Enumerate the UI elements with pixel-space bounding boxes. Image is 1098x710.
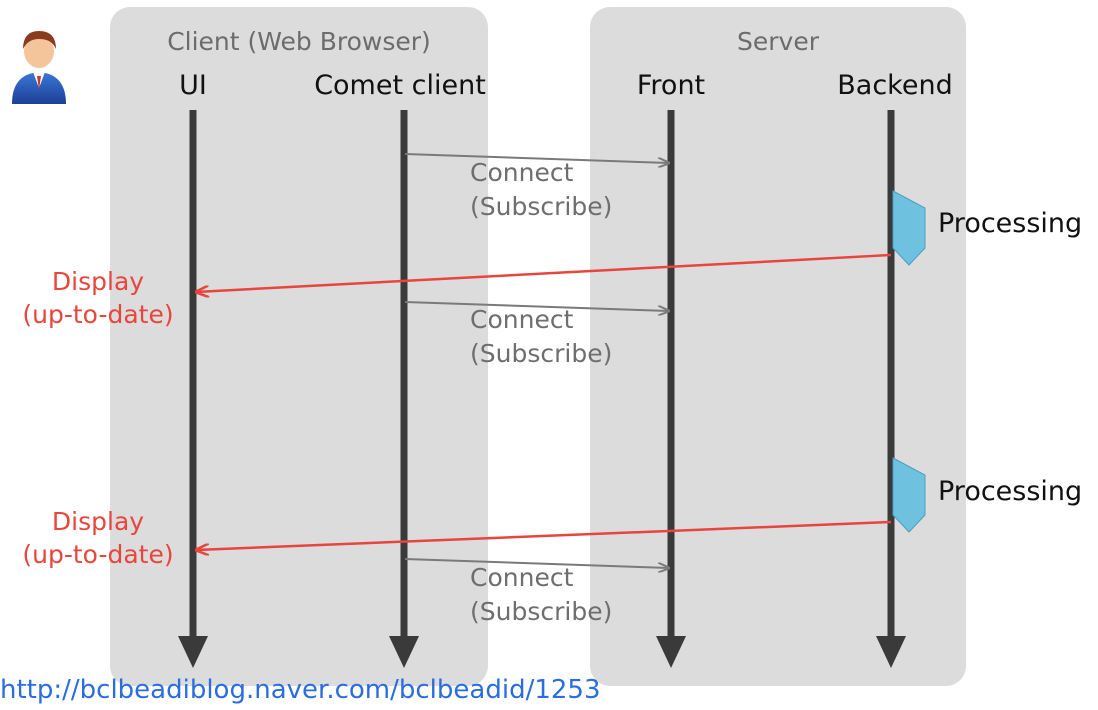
processing-marker-2 — [892, 457, 926, 533]
display-label-1-line-2: (up-to-date) — [22, 300, 174, 329]
display-label-1-line-1: Display — [51, 267, 145, 296]
connect-arrow-1 — [404, 153, 669, 163]
client-panel: Client (Web Browser) — [110, 7, 488, 686]
connect-label-2-line-2: (Subscribe) — [470, 339, 613, 368]
processing-label-1: Processing — [938, 208, 1083, 239]
connect-label-3: Connect (Subscribe) — [470, 561, 612, 629]
display-label-2: Display (up-to-date) — [0, 505, 196, 571]
lane-label-ui: UI — [179, 70, 207, 101]
lifeline-front-arrowhead — [656, 636, 686, 668]
processing-marker-1 — [892, 190, 926, 266]
connect-label-1-line-2: (Subscribe) — [470, 192, 613, 221]
connect-label-1: Connect (Subscribe) — [470, 156, 612, 224]
connect-arrow-3 — [404, 558, 669, 568]
connect-label-1-line-1: Connect — [470, 158, 574, 187]
user-icon — [12, 31, 66, 104]
notify-arrow-1 — [196, 253, 892, 292]
display-label-1: Display (up-to-date) — [0, 265, 196, 331]
lifeline-backend-arrowhead — [876, 636, 906, 668]
server-panel-title: Server — [737, 27, 819, 56]
notify-arrow-2 — [196, 520, 892, 550]
lane-label-backend: Backend — [837, 70, 953, 101]
display-label-2-line-1: Display — [51, 507, 145, 536]
sequence-diagram — [178, 110, 926, 668]
lane-label-comet-client: Comet client — [314, 70, 486, 101]
source-link[interactable]: http://bclbeadiblog.naver.com/bclbeadid/… — [0, 675, 601, 705]
connect-label-2-line-1: Connect — [470, 305, 574, 334]
lifeline-ui-arrowhead — [178, 636, 208, 668]
client-panel-title: Client (Web Browser) — [167, 27, 431, 56]
processing-label-2: Processing — [938, 476, 1083, 507]
connect-label-3-line-2: (Subscribe) — [470, 597, 613, 626]
connect-arrow-2 — [404, 301, 669, 311]
lifeline-comet-client-arrowhead — [389, 636, 419, 668]
display-label-2-line-2: (up-to-date) — [22, 540, 174, 569]
server-panel: Server — [590, 7, 966, 686]
lane-label-front: Front — [636, 70, 706, 101]
connect-label-3-line-1: Connect — [470, 563, 574, 592]
connect-label-2: Connect (Subscribe) — [470, 303, 612, 371]
